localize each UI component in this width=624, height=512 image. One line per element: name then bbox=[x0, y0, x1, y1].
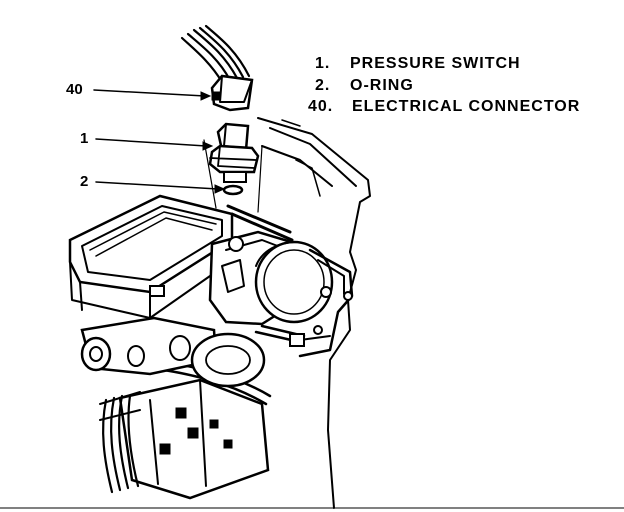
callout-number-oring: 2 bbox=[80, 173, 88, 190]
o-ring bbox=[222, 184, 244, 196]
callout-number-switch: 1 bbox=[80, 130, 88, 147]
master-cylinder-body bbox=[80, 316, 218, 376]
leader-line-switch bbox=[95, 138, 207, 147]
legend-number-electrical-connector: 40. bbox=[308, 98, 333, 115]
booster-canister bbox=[254, 240, 334, 324]
pressure-switch bbox=[208, 122, 260, 183]
leader-line-connector bbox=[93, 89, 206, 97]
master-cylinder-reservoir bbox=[68, 194, 234, 319]
leader-arrow-oring bbox=[214, 184, 226, 194]
motor-wiring bbox=[99, 391, 141, 494]
legend-label-electrical-connector: ELECTRICAL CONNECTOR bbox=[352, 98, 580, 115]
vehicle-panel bbox=[257, 117, 371, 509]
wiring-harness bbox=[180, 24, 251, 84]
legend-label-o-ring: O-RING bbox=[350, 77, 414, 94]
leader-line-oring bbox=[95, 181, 219, 190]
callouts: 40 1 2 bbox=[66, 81, 226, 194]
legend-label-pressure-switch: PRESSURE SWITCH bbox=[350, 55, 521, 72]
electrical-connector bbox=[210, 74, 254, 112]
pump-motor bbox=[118, 332, 270, 500]
mounting-bracket bbox=[298, 248, 354, 358]
connector-latch bbox=[211, 91, 221, 101]
legend-number-o-ring: 2. bbox=[315, 77, 330, 94]
callout-number-connector: 40 bbox=[66, 81, 83, 98]
legend-number-pressure-switch: 1. bbox=[315, 55, 330, 72]
legend: 1. PRESSURE SWITCH 2. O-RING 40. ELECTRI… bbox=[308, 55, 580, 115]
assembly-guide-lines bbox=[203, 139, 263, 213]
leader-arrow-connector bbox=[200, 91, 212, 101]
